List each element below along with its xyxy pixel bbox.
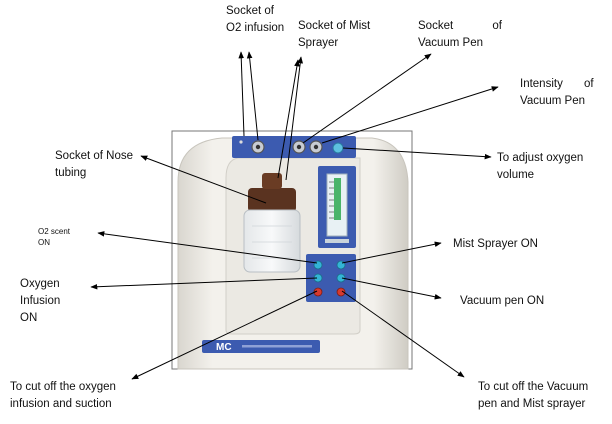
- label-o2-scent-on: O2 scent ON: [38, 226, 70, 248]
- label-adjust-oxygen-volume: To adjust oxygen volume: [497, 150, 583, 184]
- vacuum-pen-button: [336, 273, 346, 283]
- label-line: Oxygen: [20, 278, 60, 290]
- label-line: Socket of Nose: [55, 150, 133, 162]
- label-intensity-vacuum-pen: Intensity of Vacuum Pen: [520, 76, 594, 110]
- o2-scent-button: [313, 260, 323, 270]
- label-vacuum-pen-on: Vacuum pen ON: [460, 293, 544, 310]
- label-line: volume: [497, 169, 535, 181]
- label-line: tubing: [55, 167, 87, 179]
- label-line: infusion and suction: [10, 398, 112, 410]
- label-line: Socket of Mist: [298, 20, 371, 32]
- label-line: ON: [38, 238, 50, 247]
- label-line: Sprayer: [298, 37, 339, 49]
- label-cut-off-oxygen-suction: To cut off the oxygen infusion and sucti…: [10, 379, 116, 413]
- label-socket-mist-sprayer: Socket of Mist Sprayer: [298, 18, 370, 52]
- label-line: To adjust oxygen: [497, 152, 584, 164]
- label-cut-off-vacuum-mist: To cut off the Vacuum pen and Mist spray…: [478, 379, 588, 413]
- label-line: pen and Mist sprayer: [478, 398, 586, 410]
- label-line: To cut off the oxygen: [10, 381, 116, 393]
- label-line: Mist Sprayer ON: [453, 238, 538, 250]
- intensity-knob-icon: [332, 142, 344, 154]
- label-line: ON: [20, 312, 38, 324]
- label-line: Vacuum Pen: [418, 37, 483, 49]
- label-line: O2 scent: [38, 227, 71, 236]
- callout-arrows: [90, 51, 499, 380]
- label-mist-sprayer-on: Mist Sprayer ON: [453, 236, 538, 253]
- label-line: Socket of: [226, 5, 274, 17]
- label-socket-o2-infusion: Socket of O2 infusion: [226, 3, 288, 37]
- label-socket-nose-tubing: Socket of Nose tubing: [55, 148, 133, 182]
- label-socket-vacuum-pen: Socket of Vacuum Pen: [418, 18, 502, 52]
- label-line: To cut off the Vacuum: [478, 381, 589, 393]
- brand-logo: MC: [216, 342, 232, 353]
- label-line: Intensity of: [520, 78, 594, 90]
- label-line: O2 infusion: [226, 22, 285, 34]
- cut-off-vacuum-button: [336, 287, 346, 297]
- label-oxygen-infusion-on: Oxygen Infusion ON: [20, 276, 60, 327]
- label-line: Vacuum pen ON: [460, 295, 545, 307]
- humidifier-bottle: [243, 209, 301, 273]
- label-line: Infusion: [20, 295, 61, 307]
- label-line: Socket of: [418, 20, 502, 32]
- bottle-cap: [248, 188, 296, 212]
- label-line: Vacuum Pen: [520, 95, 585, 107]
